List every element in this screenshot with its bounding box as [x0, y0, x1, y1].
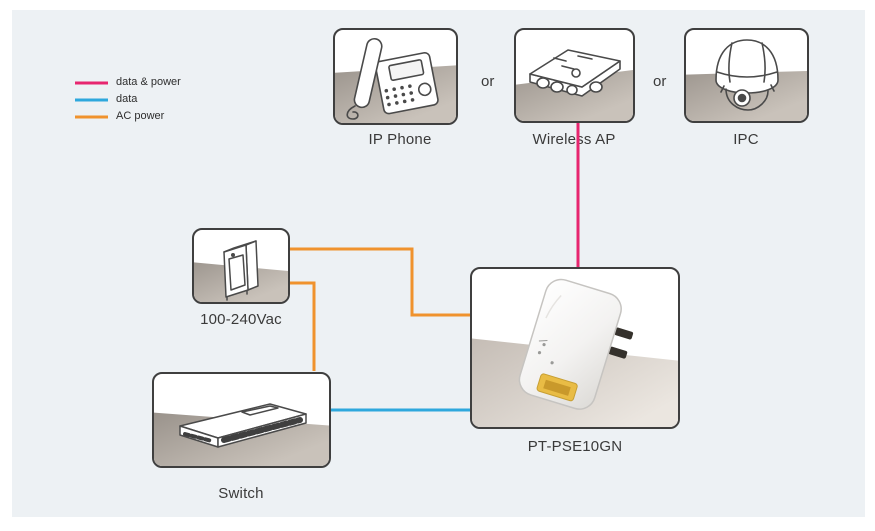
device-box-switch [152, 372, 331, 468]
label-ip-phone: IP Phone [368, 131, 432, 148]
label-power: 100-240Vac [200, 311, 282, 328]
label-switch: Switch [218, 485, 264, 502]
label-wireless-ap: Wireless AP [532, 131, 616, 148]
device-box-power [192, 228, 290, 304]
legend-item-data: data [75, 91, 181, 108]
label-pse: PT-PSE10GN [527, 438, 623, 455]
pse-device-illustration [518, 278, 634, 410]
legend-item-ac-power: AC power [75, 108, 181, 125]
legend-label-data: data [116, 93, 138, 105]
legend-label-ac-power: AC power [116, 110, 165, 122]
legend-swatch-ac-power [75, 115, 108, 118]
wireless-ap-illustration [529, 49, 621, 97]
legend: data & power data AC power [75, 74, 181, 125]
device-box-pse [470, 267, 680, 429]
ip-phone-illustration [346, 37, 439, 120]
switch-illustration [179, 403, 307, 448]
legend-item-data-power: data & power [75, 74, 181, 91]
device-box-wireless-ap [514, 28, 635, 123]
power-supply-illustration [223, 240, 259, 301]
legend-swatch-data [75, 98, 108, 101]
device-box-ip-phone [333, 28, 458, 125]
device-box-ipc [684, 28, 809, 123]
or-text-2: or [653, 73, 667, 90]
ipc-illustration [715, 39, 779, 111]
label-ipc: IPC [733, 131, 759, 148]
legend-swatch-data-power [75, 81, 108, 84]
or-text-1: or [481, 73, 495, 90]
legend-label-data-power: data & power [116, 76, 181, 88]
